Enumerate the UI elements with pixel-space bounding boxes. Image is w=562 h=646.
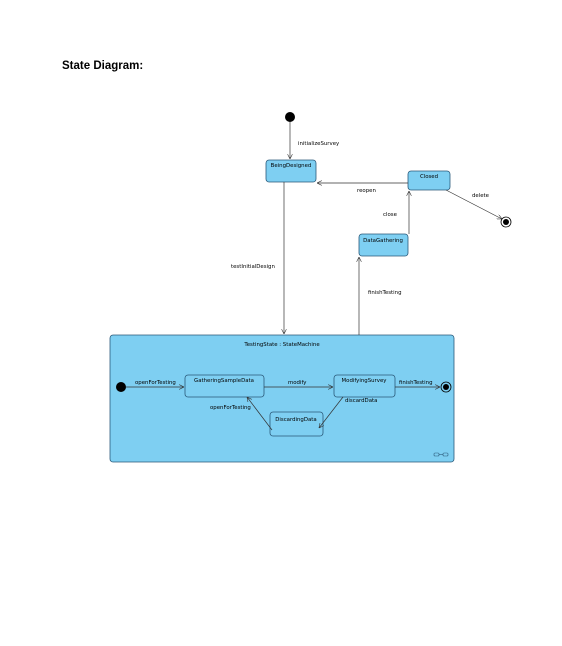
testing-state-label: TestingState : StateMachine [243, 342, 320, 348]
inner-final-state [440, 381, 452, 393]
transition-discard-data [319, 396, 344, 428]
label-initialize-survey: initializeSurvey [298, 141, 340, 147]
label-open-for-testing-entry: openForTesting [135, 380, 176, 386]
label-close: close [383, 212, 398, 218]
state-modifying-survey[interactable] [333, 374, 396, 398]
label-modify: modify [288, 380, 307, 386]
state-closed-label: Closed [420, 174, 438, 180]
state-gathering-sample-data[interactable] [184, 374, 265, 398]
transition-delete [445, 189, 502, 220]
label-finish-testing-inner: finishTesting [399, 380, 433, 386]
composite-state-icon [433, 452, 449, 457]
page-title: State Diagram: [62, 60, 144, 72]
final-state [500, 216, 512, 228]
inner-initial-state [116, 382, 126, 392]
testing-state-box[interactable] [109, 334, 455, 463]
label-open-for-testing-back: openForTesting [210, 405, 251, 411]
state-being-designed[interactable] [265, 159, 317, 183]
state-closed[interactable] [407, 170, 451, 191]
label-test-initial-design: testInitialDesign [231, 264, 275, 270]
state-modifying-survey-label: ModifyingSurvey [342, 378, 388, 384]
transition-open-for-testing-back [247, 397, 273, 431]
state-data-gathering[interactable] [358, 233, 409, 257]
label-delete: delete [472, 193, 490, 199]
label-finish-testing-outer: finishTesting [368, 290, 402, 296]
state-gathering-sample-data-label: GatheringSampleData [194, 378, 254, 384]
label-reopen: reopen [357, 188, 376, 194]
state-being-designed-label: BeingDesigned [271, 163, 312, 169]
initial-state [285, 112, 295, 122]
state-data-gathering-label: DataGathering [363, 238, 403, 244]
label-discard-data: discardData [345, 398, 377, 404]
state-discarding-data-label: DiscardingData [275, 417, 316, 423]
state-discarding-data[interactable] [269, 411, 324, 437]
